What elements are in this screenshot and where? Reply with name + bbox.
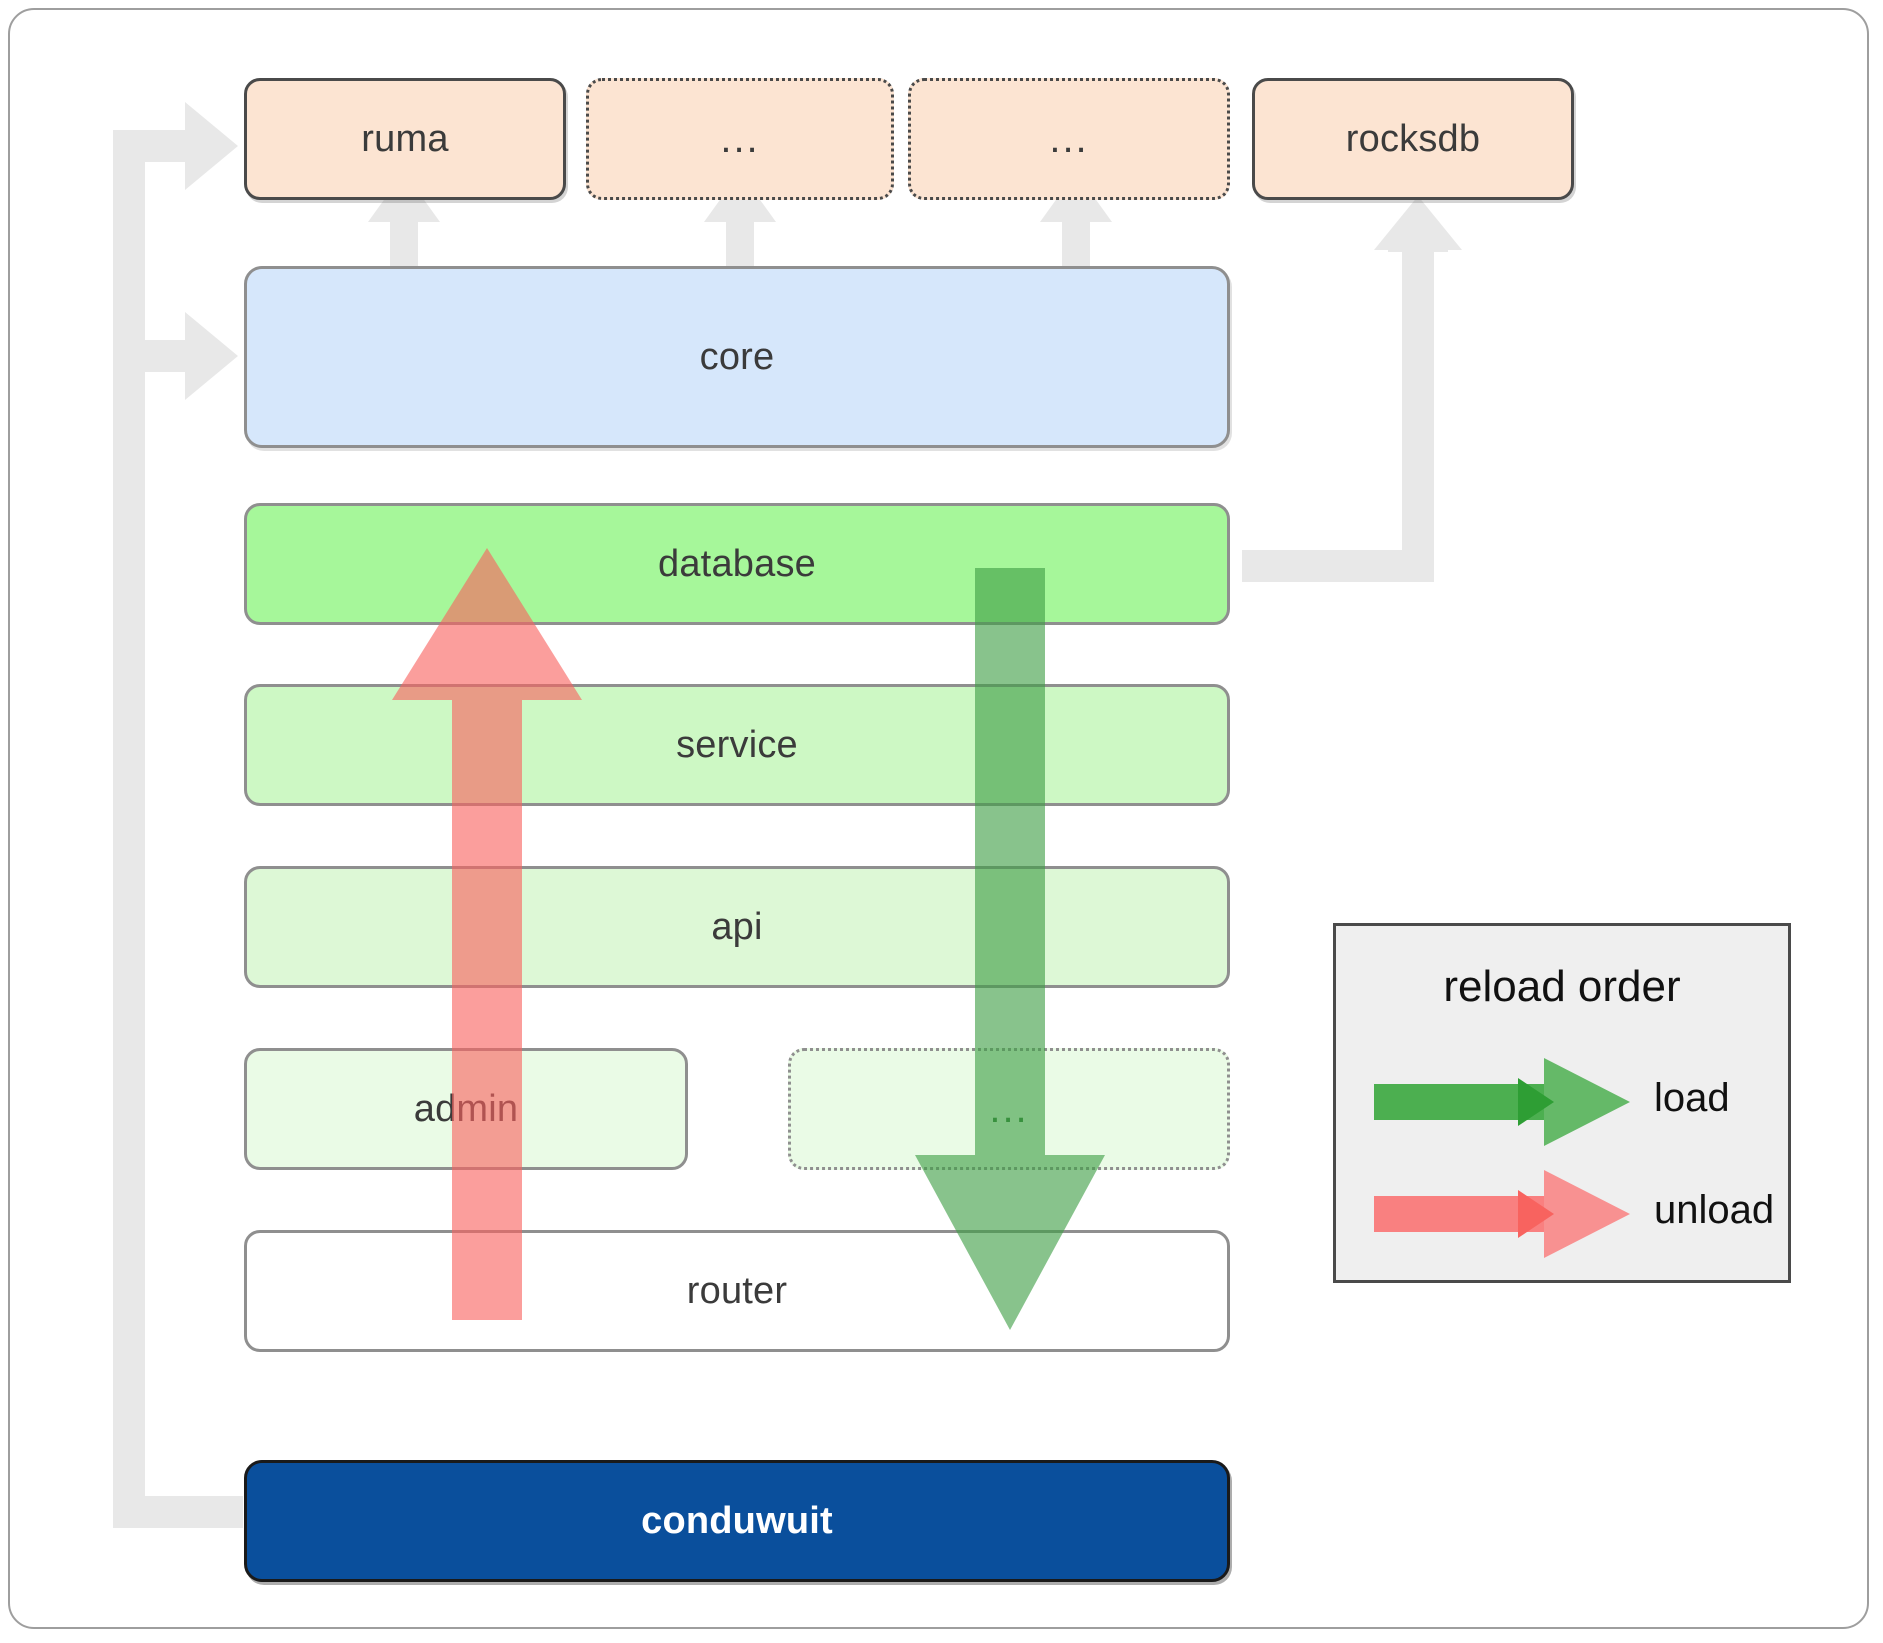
legend-label-load: load [1654,1076,1730,1120]
dependency-label-ruma: ruma [361,117,449,160]
dependency-label-ellipsis-1: ... [720,117,760,161]
dependency-label-rocksdb: rocksdb [1345,117,1481,160]
application-node-conduwuit[interactable]: conduwuit [244,1460,1230,1582]
dependency-node-ellipsis-2[interactable]: ... [908,78,1230,200]
layer-node-api[interactable]: api [244,866,1230,988]
legend-panel: reload order load unload [1333,923,1791,1283]
diagram-frame [8,8,1869,1629]
layer-node-service[interactable]: service [244,684,1230,806]
layer-label-core: core [699,335,775,378]
layer-node-database[interactable]: database [244,503,1230,625]
legend-unload-arrow-icon [1374,1170,1630,1258]
layer-label-service: service [676,723,798,766]
legend-label-unload: unload [1654,1188,1775,1232]
layer-node-admin[interactable]: admin [244,1048,688,1170]
application-label-conduwuit: conduwuit [641,1499,833,1542]
dependency-node-ellipsis-1[interactable]: ... [586,78,894,200]
legend-row-unload: unload [1336,1166,1788,1262]
dependency-node-rocksdb[interactable]: rocksdb [1252,78,1574,200]
layer-node-router[interactable]: router [244,1230,1230,1352]
layer-node-core[interactable]: core [244,266,1230,448]
legend-load-arrow-icon [1374,1058,1630,1146]
layer-label-admin: admin [413,1087,519,1130]
layer-label-ellipsis: ... [989,1087,1029,1131]
layer-node-ellipsis[interactable]: ... [788,1048,1230,1170]
legend-row-load: load [1336,1054,1788,1150]
layer-label-router: router [686,1269,788,1312]
dependency-label-ellipsis-2: ... [1049,117,1089,161]
legend-title: reload order [1443,962,1681,1011]
layer-label-database: database [658,542,816,585]
layer-label-api: api [711,905,763,948]
dependency-node-ruma[interactable]: ruma [244,78,566,200]
